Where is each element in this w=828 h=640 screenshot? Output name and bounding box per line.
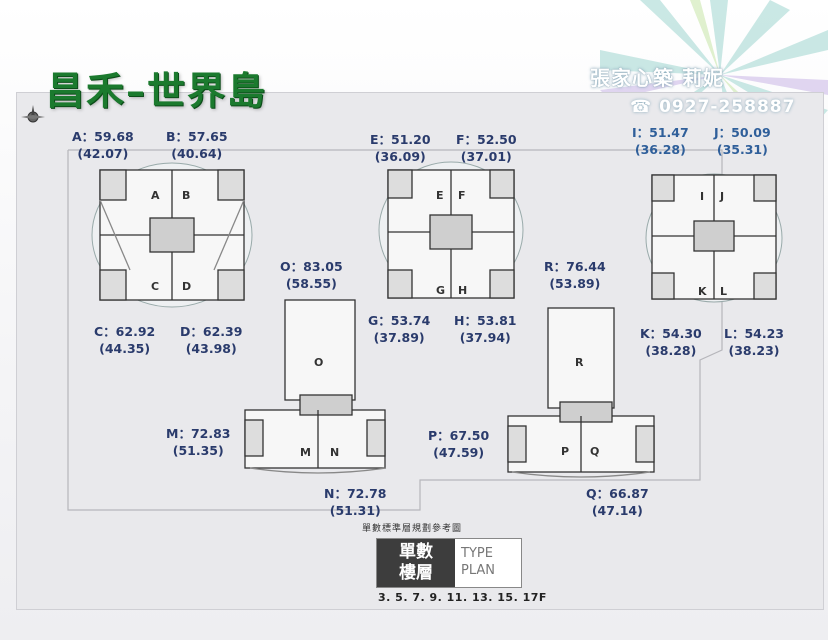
unit-letter-p: P — [561, 445, 569, 458]
unit-letter-d: D — [182, 280, 191, 293]
unit-letter-o: O — [314, 356, 323, 369]
type-plan-badge: 單數 樓層 TYPE PLAN — [376, 538, 522, 588]
type-plan-label: TYPE PLAN — [461, 546, 495, 578]
unit-letter-n: N — [330, 446, 339, 459]
tower-abcd — [91, 162, 253, 308]
unit-label-b: B：57.65(40.64) — [166, 129, 228, 161]
unit-label-n: N：72.78(51.31) — [324, 486, 387, 518]
unit-letter-e: E — [436, 189, 444, 202]
unit-letter-g: G — [436, 284, 445, 297]
tower-ijkl — [645, 173, 783, 303]
unit-label-q: Q：66.87(47.14) — [586, 486, 649, 518]
floor-list: 3. 5. 7. 9. 11. 13. 15. 17F — [378, 591, 547, 604]
unit-letter-q: Q — [590, 445, 599, 458]
unit-label-c: C：62.92(44.35) — [94, 324, 156, 356]
plan-caption: 單數標準層規劃參考圖 — [362, 524, 463, 534]
unit-letter-i: I — [700, 190, 704, 203]
agent-brand: 張家心築 莉妮 — [590, 66, 724, 90]
unit-label-a: A：59.68(42.07) — [72, 129, 134, 161]
unit-letter-f: F — [458, 189, 466, 202]
unit-label-f: F：52.50(37.01) — [456, 132, 517, 164]
project-title: 昌禾–世界島 — [46, 68, 268, 113]
unit-letter-c: C — [151, 280, 159, 293]
unit-letter-h: H — [458, 284, 467, 297]
unit-label-l: L：54.23(38.23) — [724, 326, 785, 358]
unit-label-m: M：72.83(51.35) — [166, 426, 231, 458]
unit-letter-l: L — [720, 285, 727, 298]
unit-label-o: O：83.05(58.55) — [280, 259, 343, 291]
tower-efgh — [378, 161, 524, 299]
unit-label-k: K：54.30(38.28) — [640, 326, 702, 358]
unit-letter-j: J — [719, 190, 724, 203]
agent-phone: ☎ 0927-258887 — [630, 97, 796, 117]
unit-label-g: G：53.74(37.89) — [368, 313, 431, 345]
phone-number: 0927-258887 — [659, 97, 796, 117]
odd-floor-label: 單數 樓層 — [377, 539, 455, 587]
tower-rpq — [507, 307, 655, 478]
unit-letter-a: A — [151, 189, 160, 202]
compass-icon — [21, 105, 45, 123]
unit-label-j: J：50.09(35.31) — [714, 125, 771, 157]
unit-letter-r: R — [575, 356, 584, 369]
unit-label-p: P：67.50(47.59) — [428, 428, 490, 460]
tower-omn — [244, 299, 387, 474]
unit-label-e: E：51.20(36.09) — [370, 132, 431, 164]
unit-label-i: I：51.47(36.28) — [632, 125, 689, 157]
unit-letter-b: B — [182, 189, 190, 202]
unit-letter-k: K — [698, 285, 707, 298]
unit-label-d: D：62.39(43.98) — [180, 324, 243, 356]
unit-label-r: R：76.44(53.89) — [544, 259, 606, 291]
unit-letter-m: M — [300, 446, 311, 459]
unit-label-h: H：53.81(37.94) — [454, 313, 517, 345]
